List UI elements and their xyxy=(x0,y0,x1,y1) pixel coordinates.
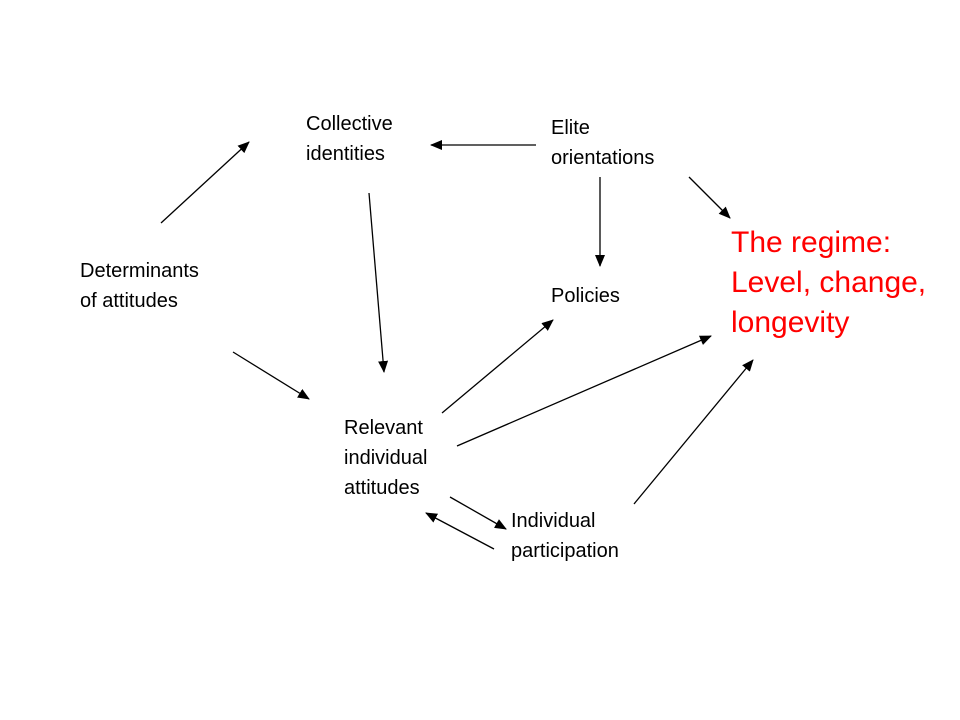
node-relevant-attitudes: Relevant individual attitudes xyxy=(344,413,427,503)
arrow-individual-participation-to-relevant-attitudes xyxy=(425,512,495,550)
arrow-individual-participation-to-regime xyxy=(633,359,754,505)
node-collective-identities-line-1: Collective xyxy=(306,113,393,135)
node-relevant-attitudes-line-2: individual xyxy=(344,447,428,469)
node-individual-participation: Individual participation xyxy=(511,506,619,566)
node-determinants-line-1: Determinants xyxy=(80,260,199,282)
node-determinants: Determinants of attitudes xyxy=(80,256,199,316)
node-regime-line-2: Level, change, xyxy=(731,266,927,299)
node-relevant-attitudes-line-3: attitudes xyxy=(344,477,420,499)
node-relevant-attitudes-line-1: Relevant xyxy=(344,417,423,439)
node-collective-identities: Collective identities xyxy=(306,109,393,169)
node-regime: The regime: Level, change, longevity xyxy=(731,223,926,343)
node-individual-participation-line-1: Individual xyxy=(511,510,596,532)
arrow-relevant-attitudes-to-individual-participation xyxy=(449,496,507,530)
arrow-determinants-to-relevant-attitudes xyxy=(232,351,310,400)
arrow-elite-orientations-to-regime xyxy=(688,176,731,219)
node-determinants-line-2: of attitudes xyxy=(80,290,178,312)
node-regime-line-3: longevity xyxy=(731,306,850,339)
node-elite-orientations-line-2: orientations xyxy=(551,147,655,169)
node-regime-line-1: The regime: xyxy=(731,226,892,259)
node-individual-participation-line-2: participation xyxy=(511,540,619,562)
node-elite-orientations-line-1: Elite xyxy=(551,117,590,139)
node-collective-identities-line-2: identities xyxy=(306,143,385,165)
arrow-relevant-attitudes-to-regime xyxy=(456,335,712,447)
node-policies-line-1: Policies xyxy=(551,285,620,307)
arrow-relevant-attitudes-to-policies xyxy=(441,319,554,414)
node-elite-orientations: Elite orientations xyxy=(551,113,654,173)
arrow-collective-identities-to-relevant-attitudes xyxy=(368,192,389,373)
node-policies: Policies xyxy=(551,281,620,311)
arrow-determinants-to-collective-identities xyxy=(160,141,250,224)
